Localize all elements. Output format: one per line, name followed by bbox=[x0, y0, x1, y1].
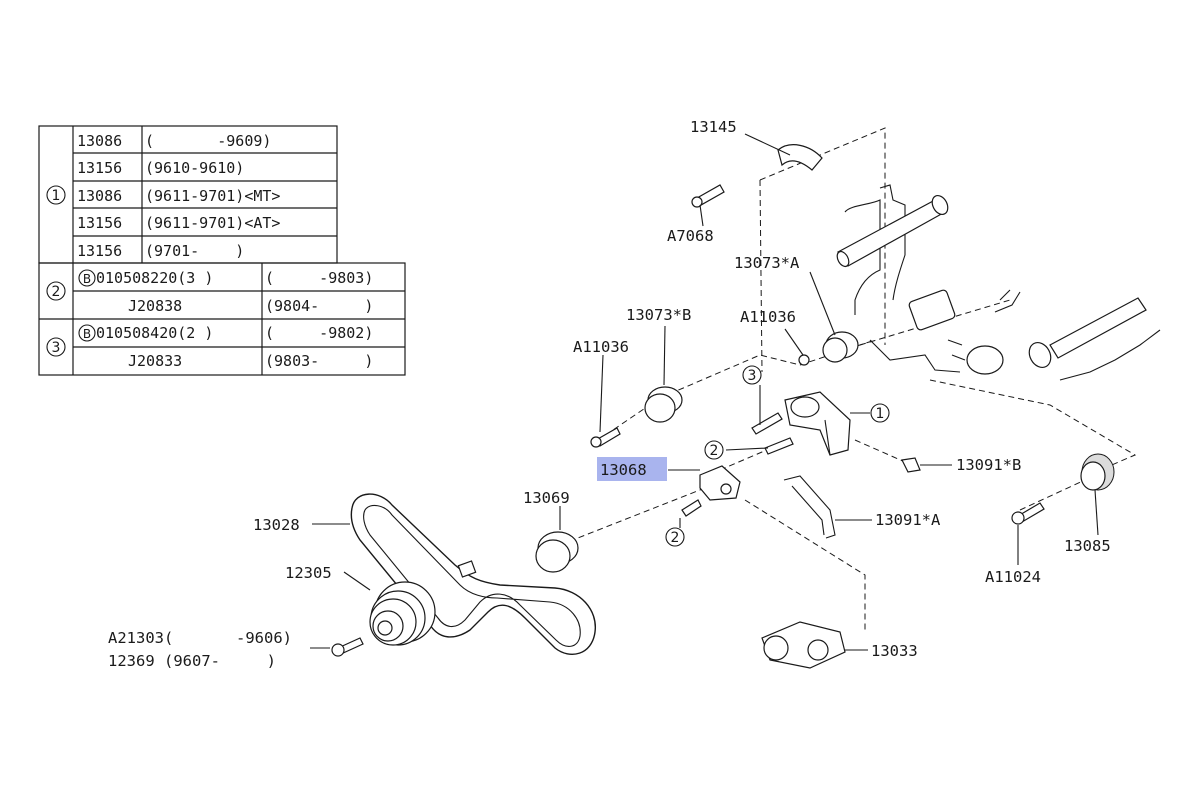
part-13145-cover bbox=[777, 144, 823, 171]
table-row-3b-range: (9803- ) bbox=[265, 352, 373, 370]
callout-2-lower: 2 bbox=[665, 527, 685, 547]
cover-13091a bbox=[783, 475, 836, 539]
label-13091b: 13091*B bbox=[956, 456, 1021, 474]
group-2-marker: 2 bbox=[46, 281, 66, 301]
bolt-a11024 bbox=[1011, 502, 1045, 525]
label-a21303-range: -9606) bbox=[236, 629, 292, 647]
label-13073a: 13073*A bbox=[734, 254, 800, 272]
label-13028: 13028 bbox=[253, 516, 300, 534]
label-13091a: 13091*A bbox=[875, 511, 941, 529]
label-a11024: A11024 bbox=[985, 568, 1041, 586]
assembly-dashed-lines bbox=[559, 127, 1137, 630]
timing-belt-13028 bbox=[350, 493, 596, 655]
svg-text:B: B bbox=[83, 272, 91, 286]
table-row-2b-range: (9804- ) bbox=[265, 297, 373, 315]
table-row-3b-part: J20833 bbox=[128, 352, 182, 370]
label-13073b: 13073*B bbox=[626, 306, 691, 324]
label-13069: 13069 bbox=[523, 489, 570, 507]
label-12369: 12369 (9607- ) bbox=[108, 652, 276, 670]
table-row-2a-range: ( -9803) bbox=[265, 269, 373, 287]
table-row-5-part: 13156 bbox=[77, 242, 122, 260]
tensioner-bracket bbox=[784, 391, 851, 456]
camshaft-left bbox=[836, 194, 949, 268]
svg-text:1: 1 bbox=[876, 406, 885, 422]
pulley-13085 bbox=[1080, 453, 1115, 491]
table-row-2a-part: 010508220(3 ) bbox=[96, 269, 213, 287]
label-a7068: A7068 bbox=[667, 227, 714, 245]
group-3-marker: 3 bbox=[46, 337, 66, 357]
callout-3: 3 bbox=[742, 365, 762, 385]
svg-text:1: 1 bbox=[52, 188, 61, 204]
leader-lines bbox=[310, 133, 1099, 651]
bolt-marker-2: B bbox=[78, 269, 96, 287]
bolt-a11036-right bbox=[798, 354, 810, 366]
label-13145: 13145 bbox=[690, 118, 737, 136]
table-row-2b-part: J20838 bbox=[128, 297, 182, 315]
label-12305: 12305 bbox=[285, 564, 332, 582]
idler-assembly-top bbox=[908, 289, 1004, 375]
bolt-callout-2-lower bbox=[681, 499, 702, 517]
table-row-1-range: ( -9609) bbox=[145, 132, 271, 150]
callout-2: 2 bbox=[704, 440, 724, 460]
group-1-marker: 1 bbox=[46, 185, 66, 205]
table-row-1-part: 13086 bbox=[77, 132, 122, 150]
table-row-2-part: 13156 bbox=[77, 159, 122, 177]
camshaft-right bbox=[1028, 297, 1147, 369]
svg-text:B: B bbox=[83, 327, 91, 341]
table-row-4-range: (9611-9701)<AT> bbox=[145, 214, 280, 232]
bolt-a7068 bbox=[691, 184, 725, 208]
pulley-13069 bbox=[535, 531, 579, 573]
label-a11036-left: A11036 bbox=[573, 338, 629, 356]
parts-application-table: 1 2 3 13086 ( -9609) 13156 (9610-9610) 1… bbox=[38, 125, 406, 376]
bolt-a21303 bbox=[331, 637, 364, 657]
engine-block-outline bbox=[836, 184, 1161, 381]
svg-text:2: 2 bbox=[710, 443, 719, 459]
table-row-2-range: (9610-9610) bbox=[145, 159, 244, 177]
bolt-marker-3: B bbox=[78, 324, 96, 342]
label-13068-highlight bbox=[597, 457, 667, 481]
part-labels: 13145 A7068 13073*A 13073*B A11036 A1103… bbox=[108, 118, 1111, 670]
svg-text:3: 3 bbox=[748, 368, 757, 384]
table-row-3a-part: 010508420(2 ) bbox=[96, 324, 213, 342]
bolt-callout-2 bbox=[764, 437, 794, 455]
callout-1: 1 bbox=[870, 403, 890, 423]
label-13085: 13085 bbox=[1064, 537, 1111, 555]
svg-text:3: 3 bbox=[52, 340, 61, 356]
label-a11036-right: A11036 bbox=[740, 308, 796, 326]
bolt-a11036-left bbox=[590, 427, 621, 448]
label-a21303: A21303( bbox=[108, 629, 173, 647]
svg-text:2: 2 bbox=[671, 530, 680, 546]
label-13033: 13033 bbox=[871, 642, 918, 660]
label-13068[interactable]: 13068 bbox=[600, 461, 647, 479]
table-row-3-range: (9611-9701)<MT> bbox=[145, 187, 280, 205]
table-row-4-part: 13156 bbox=[77, 214, 122, 232]
table-row-3-part: 13086 bbox=[77, 187, 122, 205]
table-row-3a-range: ( -9802) bbox=[265, 324, 373, 342]
pulley-13073b bbox=[644, 386, 683, 423]
table-row-5-range: (9701- ) bbox=[145, 242, 244, 260]
bolt-callout-3 bbox=[751, 412, 783, 435]
svg-text:2: 2 bbox=[52, 284, 61, 300]
pulley-13073a bbox=[822, 331, 859, 363]
crank-sprocket-12305 bbox=[369, 581, 436, 646]
tensioner-13033 bbox=[761, 621, 846, 669]
tensioner-arm-13068 bbox=[699, 465, 741, 501]
clip-13091b bbox=[901, 457, 921, 473]
